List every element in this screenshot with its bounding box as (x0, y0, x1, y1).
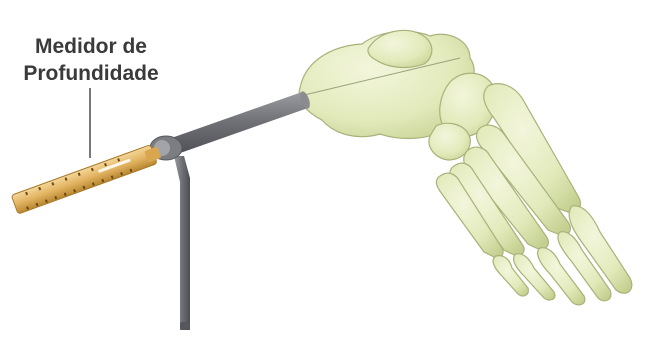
guide-arm (150, 90, 312, 330)
depth-gauge (11, 143, 163, 214)
guide-handle-vertical (174, 156, 190, 330)
cuboid-bone (429, 123, 470, 160)
handle-end (180, 322, 190, 330)
foot-skeleton (299, 30, 632, 304)
depth-gauge-body (11, 145, 157, 214)
